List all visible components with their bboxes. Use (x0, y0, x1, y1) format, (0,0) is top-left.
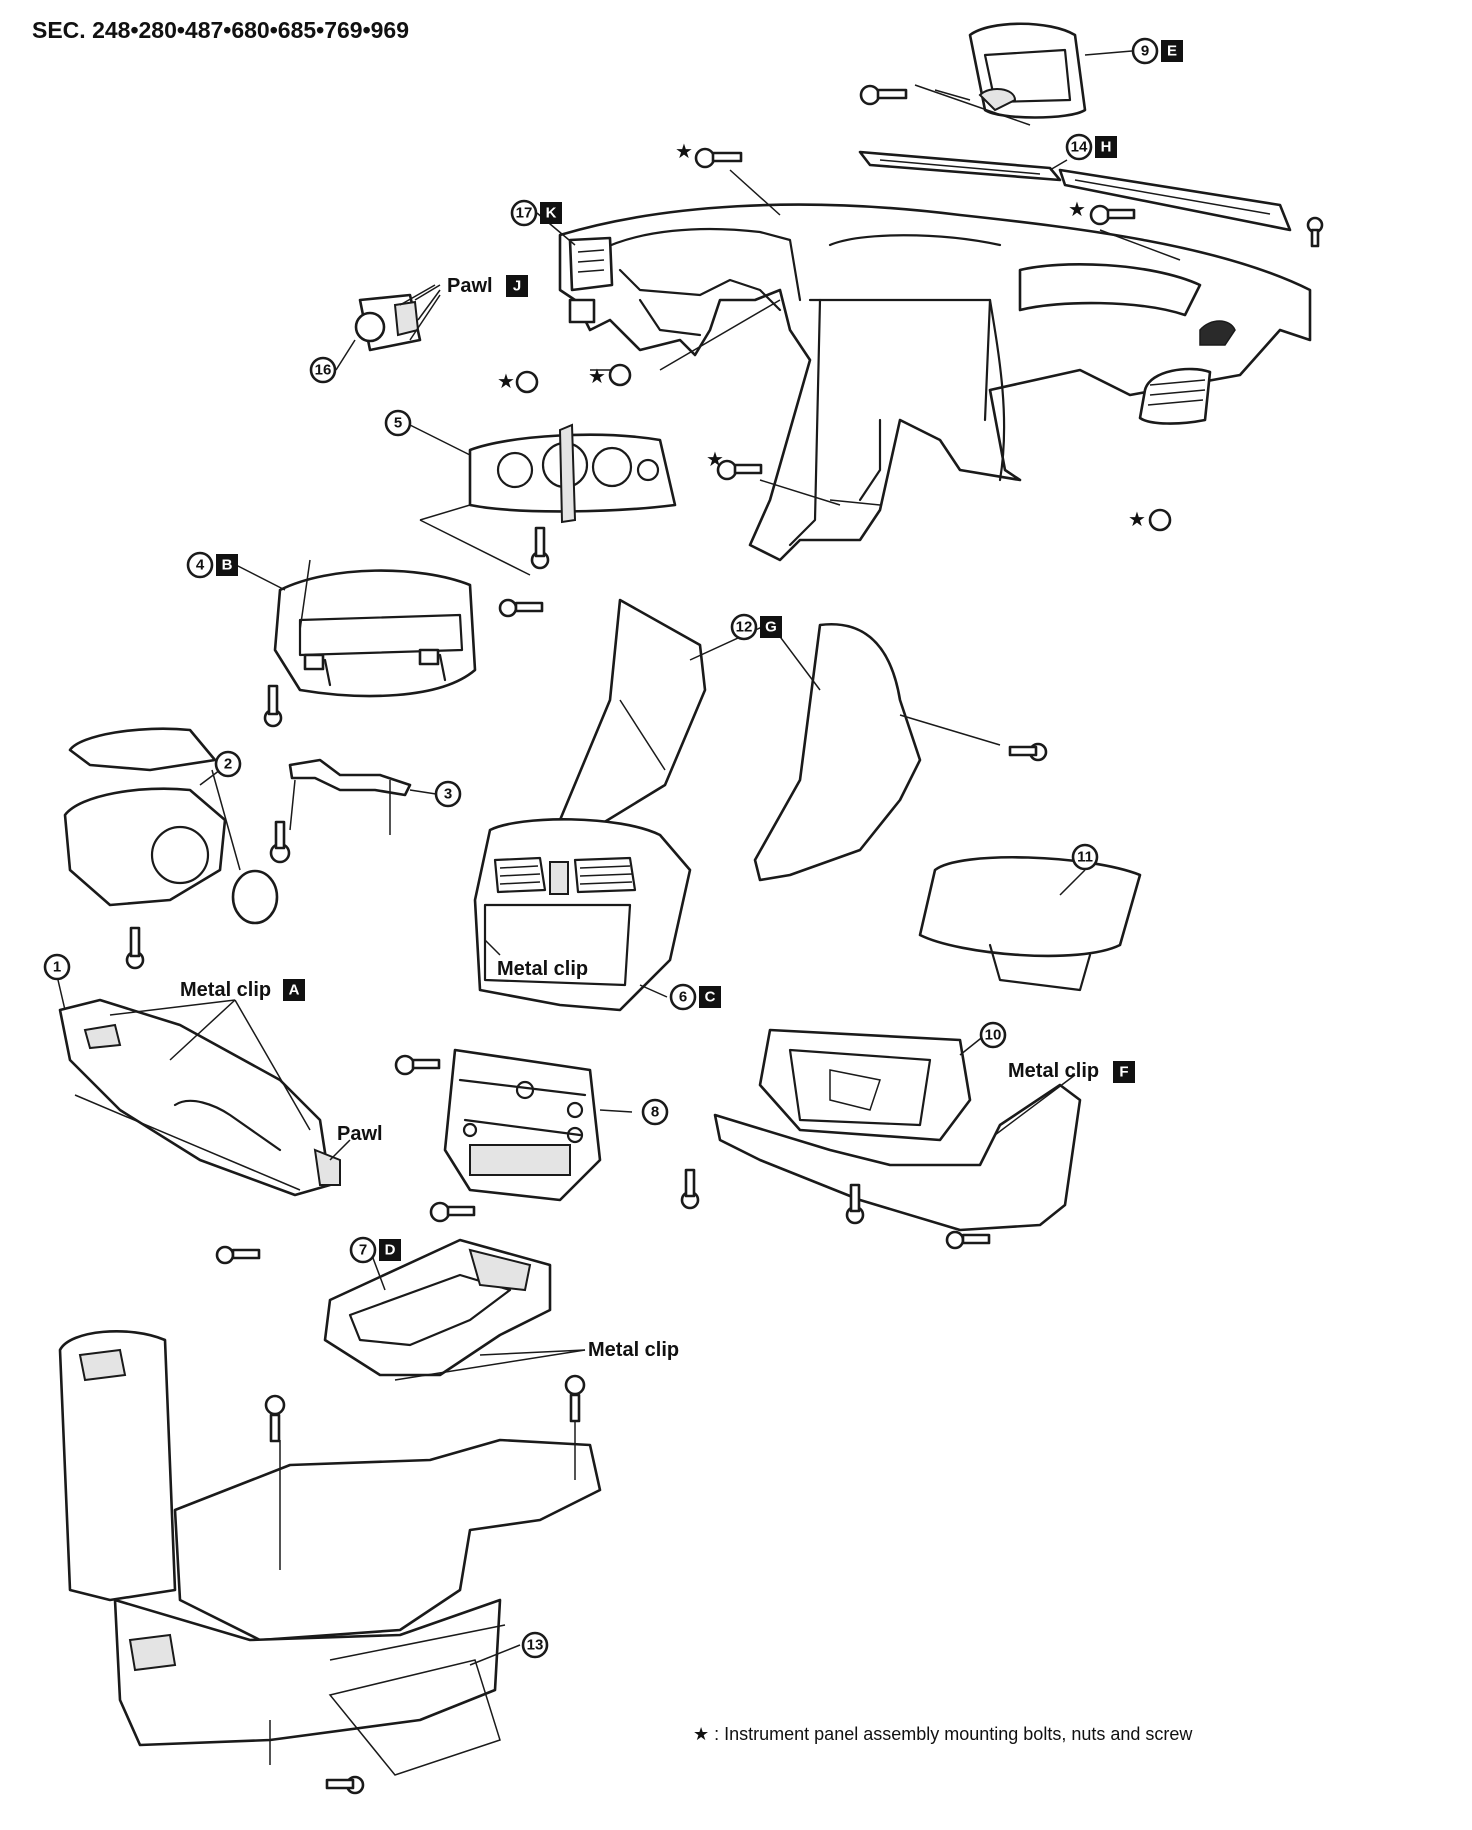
star-icon: ★ (497, 369, 515, 393)
callout-5: 5 (384, 409, 412, 437)
callout-6: 6 C (669, 983, 721, 1011)
svg-text:16: 16 (315, 362, 332, 379)
part-12-side-trims (558, 598, 1001, 882)
part-2-column-cover (63, 727, 279, 925)
bolt-icon (269, 820, 291, 864)
label-metal-clip-f-letter: F (1119, 1064, 1128, 1081)
svg-text:1: 1 (53, 959, 61, 976)
callout-9: 9 E (1131, 37, 1183, 65)
callout-13: 13 (521, 1631, 549, 1659)
bolt-icon (859, 84, 908, 106)
label-pawl-j-letter: J (513, 278, 521, 295)
label-pawl-j: Pawl (447, 275, 493, 297)
svg-text:D: D (385, 1242, 396, 1259)
label-metal-clip-d: Metal clip (588, 1339, 679, 1361)
part-10-glove-box (713, 1028, 1082, 1232)
svg-text:14: 14 (1071, 139, 1088, 156)
svg-text:B: B (222, 557, 233, 574)
callout-2: 2 (214, 750, 242, 778)
star-icon: ★ (588, 364, 606, 388)
label-metal-clip-a-letter: A (289, 982, 300, 999)
part-5-cluster-lid (419, 423, 677, 576)
bolt-icon (429, 1201, 476, 1223)
svg-text:9: 9 (1141, 43, 1149, 60)
screw-icon (1008, 742, 1048, 762)
label-metal-clip-inner: Metal clip (497, 958, 588, 980)
svg-text:3: 3 (444, 786, 452, 803)
screw-icon (680, 1168, 700, 1210)
svg-text:7: 7 (359, 1242, 367, 1259)
callout-7: 7 D (349, 1236, 401, 1264)
part-3-bracket (288, 758, 412, 835)
nut-icon (515, 370, 539, 394)
svg-text:2: 2 (224, 756, 232, 773)
svg-text:4: 4 (196, 557, 205, 574)
fasteners (125, 84, 1324, 1795)
svg-text:5: 5 (394, 415, 402, 432)
callout-16: 16 (309, 356, 337, 384)
bolt-icon (1306, 216, 1324, 248)
svg-text:17: 17 (516, 205, 533, 222)
star-icon: ★ (1068, 197, 1086, 221)
screw-icon (125, 926, 145, 970)
svg-text:C: C (705, 989, 716, 1006)
svg-text:13: 13 (527, 1637, 544, 1654)
svg-text:K: K (546, 205, 557, 222)
label-metal-clip-f: Metal clip (1008, 1060, 1099, 1082)
part-9-top-trim (914, 22, 1087, 126)
svg-text:12: 12 (736, 619, 753, 636)
svg-text:10: 10 (985, 1027, 1002, 1044)
callout-10: 10 (979, 1021, 1007, 1049)
callout-3: 3 (434, 780, 462, 808)
part-1-lower-panel (58, 998, 341, 1197)
star-icon: ★ (706, 447, 724, 471)
star-icon: ★ (675, 139, 693, 163)
part-13-center-console (58, 1330, 602, 1776)
label-pawl: Pawl (337, 1123, 383, 1145)
callout-8: 8 (641, 1098, 669, 1126)
part-14-defroster-strip (858, 150, 1292, 232)
screw-icon (530, 526, 550, 570)
section-header: SEC. 248•280•487•680•685•769•969 (32, 17, 409, 43)
star-marks: ★ ★ ★ ★ ★ ★ (497, 139, 1146, 531)
screw-icon (263, 684, 283, 728)
screw-icon (264, 1394, 286, 1443)
instrument-panel-assembly (558, 169, 1312, 562)
bolt-icon (716, 459, 763, 481)
screw-icon (498, 598, 544, 618)
part-4-cluster-finisher (273, 559, 477, 698)
screw-icon (945, 1230, 991, 1250)
legend-note: ★ : Instrument panel assembly mounting b… (693, 1724, 1193, 1744)
part-16-switch (354, 284, 441, 352)
part-6-center-bezel (473, 818, 692, 1012)
callout-12: 12 G (730, 613, 782, 641)
callout-14: 14 H (1065, 133, 1117, 161)
part-8-audio-unit (443, 1048, 602, 1202)
svg-text:8: 8 (651, 1104, 659, 1121)
callout-11: 11 (1071, 843, 1099, 871)
svg-text:6: 6 (679, 989, 687, 1006)
part-11-glove-lid (918, 856, 1142, 992)
nut-icon (1148, 508, 1172, 532)
part-7-console-finisher (323, 1238, 552, 1377)
bolt-icon (694, 147, 743, 169)
bolt-icon (394, 1054, 441, 1076)
svg-text:G: G (765, 619, 777, 636)
label-metal-clip-a: Metal clip (180, 979, 271, 1001)
screw-icon (215, 1245, 261, 1265)
callout-4: 4 B (186, 551, 238, 579)
svg-text:11: 11 (1077, 849, 1093, 866)
callout-17: 17 K (510, 199, 562, 227)
svg-text:H: H (1101, 139, 1112, 156)
star-icon: ★ (1128, 507, 1146, 531)
bolt-icon (1089, 204, 1136, 226)
nut-icon (608, 363, 632, 387)
screw-icon (325, 1775, 365, 1795)
screw-icon (845, 1183, 865, 1225)
callout-1: 1 (43, 953, 71, 981)
svg-text:E: E (1167, 43, 1177, 60)
screw-icon (564, 1374, 586, 1423)
